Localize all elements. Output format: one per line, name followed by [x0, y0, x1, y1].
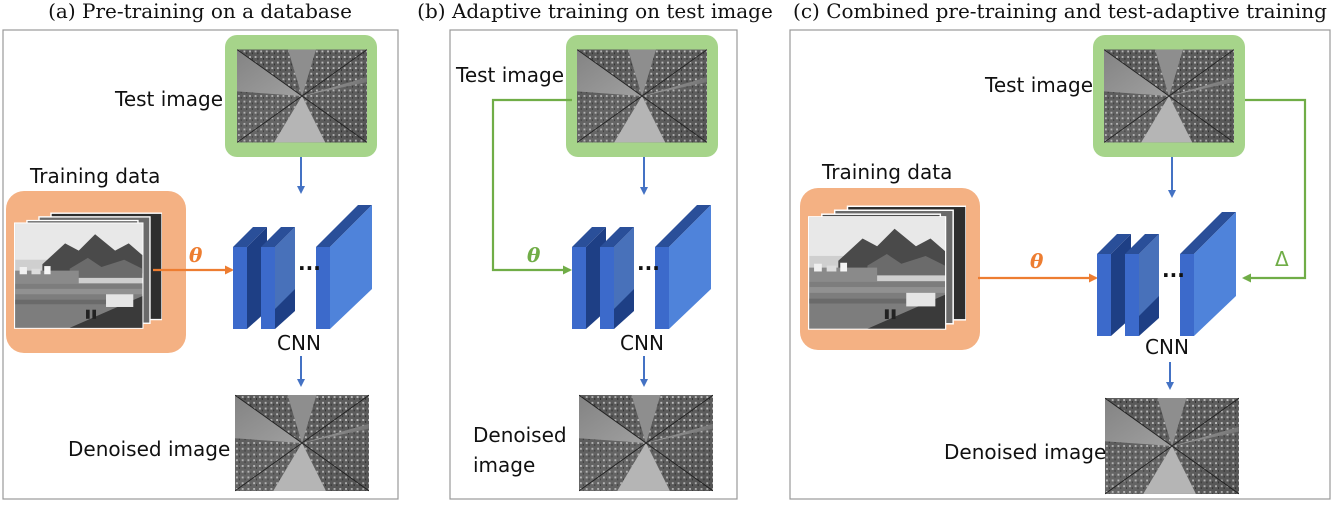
- training-data-label-c: Training data: [821, 160, 952, 184]
- theta-label-c: θ: [1030, 249, 1044, 273]
- denoised-label-c: Denoised image: [944, 440, 1106, 464]
- theta-label-b: θ: [527, 243, 541, 267]
- denoised-image-c: [1105, 397, 1239, 495]
- panel-c: (c) Combined pre-training and test-adapt…: [789, 0, 1331, 500]
- denoised-label-a: Denoised image: [68, 437, 230, 461]
- test-image-c: [1104, 49, 1234, 143]
- test-image-label: Test image: [114, 87, 223, 111]
- training-images-stack: [14, 213, 162, 329]
- panel-a: (a) Pre-training on a database Test imag…: [2, 0, 399, 500]
- cnn-dots-b: ...: [637, 251, 660, 275]
- cnn-dots-a: ...: [298, 251, 321, 275]
- test-image: [237, 49, 367, 143]
- panel-b: (b) Adaptive training on test image Test…: [417, 0, 773, 500]
- denoised-image-a: [235, 394, 369, 492]
- delta-label-c: Δ: [1275, 247, 1289, 271]
- panel-a-title: (a) Pre-training on a database: [48, 0, 352, 23]
- panel-b-border: [449, 29, 738, 500]
- arrow-test-to-cnn-theta: [491, 98, 572, 275]
- test-image-b: [577, 49, 707, 143]
- cnn-dots-c: ...: [1162, 258, 1185, 282]
- denoised-label-b-line2: image: [473, 453, 535, 477]
- cnn-label-b: CNN: [620, 331, 664, 355]
- test-image-label-b: Test image: [455, 63, 564, 87]
- training-data-label: Training data: [29, 164, 160, 188]
- panel-c-border: [789, 29, 1331, 500]
- denoised-image-b: [579, 394, 713, 492]
- panel-c-title: (c) Combined pre-training and test-adapt…: [793, 0, 1327, 23]
- theta-label-a: θ: [189, 243, 203, 267]
- training-images-stack-c: [808, 206, 966, 329]
- panel-a-border: [2, 29, 399, 500]
- cnn-label-a: CNN: [277, 331, 321, 355]
- test-image-label-c: Test image: [984, 73, 1093, 97]
- denoised-label-b-line1: Denoised: [473, 423, 567, 447]
- arrow-test-to-cnn-delta: [1242, 98, 1307, 283]
- panel-b-title: (b) Adaptive training on test image: [417, 0, 773, 23]
- cnn-label-c: CNN: [1145, 335, 1189, 359]
